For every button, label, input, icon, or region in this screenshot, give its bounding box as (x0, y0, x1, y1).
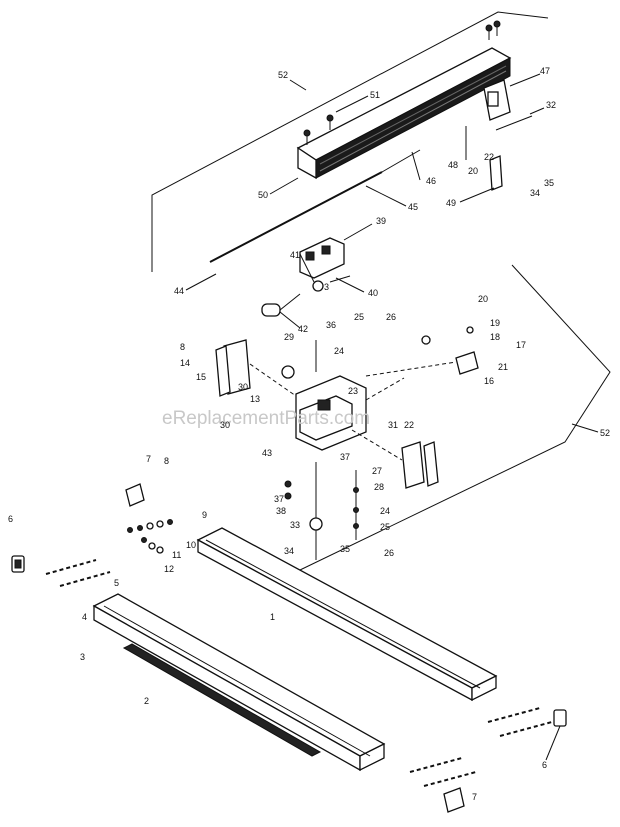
callout-17: 17 (516, 340, 526, 350)
callout-8: 8 (164, 456, 169, 466)
end-bracket (483, 79, 511, 191)
callout-40: 40 (368, 288, 378, 298)
callout-44: 44 (174, 286, 184, 296)
small-bracket-left (125, 483, 145, 507)
leader-lines (185, 73, 599, 433)
callout-3: 3 (324, 282, 329, 292)
callout-25: 25 (380, 522, 390, 532)
callout-28: 28 (374, 482, 384, 492)
scale-strip (122, 643, 322, 757)
carriage-assembly (281, 340, 405, 451)
callout-35: 35 (544, 178, 554, 188)
callout-42: 42 (298, 324, 308, 334)
callout-52: 52 (600, 428, 610, 438)
callout-5: 5 (114, 578, 119, 588)
callout-6: 6 (8, 514, 13, 524)
fence-extrusion (296, 47, 512, 180)
callout-22: 22 (484, 152, 494, 162)
callout-31: 31 (388, 420, 398, 430)
callout-11: 11 (172, 550, 181, 560)
lower-stack (284, 462, 359, 560)
callout-20: 20 (478, 294, 488, 304)
callout-48: 48 (448, 160, 458, 170)
callout-27: 27 (372, 466, 382, 476)
callout-6: 6 (542, 760, 547, 770)
callout-19: 19 (490, 318, 500, 328)
callout-45: 45 (408, 202, 418, 212)
callout-30: 30 (238, 382, 248, 392)
callout-21: 21 (498, 362, 508, 372)
callout-24: 24 (380, 506, 390, 516)
callout-49: 49 (446, 198, 456, 208)
callout-32: 32 (546, 100, 556, 110)
callout-2: 2 (144, 696, 149, 706)
callout-34: 34 (530, 188, 540, 198)
callout-4: 4 (82, 612, 87, 622)
callout-3: 3 (80, 652, 85, 662)
callout-47: 47 (540, 66, 550, 76)
callout-29: 29 (284, 332, 294, 342)
callout-46: 46 (426, 176, 436, 186)
callout-14: 14 (180, 358, 190, 368)
callout-25: 25 (354, 312, 364, 322)
lock-knob (261, 293, 301, 317)
callout-labels: 52 51 47 32 48 20 22 35 34 46 50 49 45 3… (8, 66, 610, 802)
end-cap-right (545, 709, 567, 761)
callout-16: 16 (484, 376, 494, 386)
callout-41: 41 (290, 250, 300, 260)
screws (303, 20, 501, 145)
watermark: eReplacementParts.com (162, 408, 370, 429)
callout-30: 30 (220, 420, 230, 430)
callout-36: 36 (326, 320, 336, 330)
callout-34: 34 (284, 546, 294, 556)
rail-upper (196, 527, 498, 702)
callout-12: 12 (164, 564, 174, 574)
rail-lower (92, 593, 386, 772)
callout-15: 15 (196, 372, 206, 382)
callout-1: 1 (270, 612, 275, 622)
callout-26: 26 (384, 548, 394, 558)
callout-13: 13 (250, 394, 260, 404)
callout-26: 26 (386, 312, 396, 322)
callout-23: 23 (348, 386, 358, 396)
lock-block (299, 237, 351, 292)
callout-7: 7 (472, 792, 477, 802)
rods (209, 115, 533, 263)
small-bracket-bottom (443, 787, 465, 813)
bolt-sets (45, 559, 553, 787)
callout-33: 33 (290, 520, 300, 530)
callout-22: 22 (404, 420, 414, 430)
callout-10: 10 (186, 540, 196, 550)
callout-37: 37 (340, 452, 350, 462)
callout-9: 9 (202, 510, 207, 520)
callout-52: 52 (278, 70, 288, 80)
callout-18: 18 (490, 332, 500, 342)
end-cap-left (11, 555, 25, 573)
callout-8: 8 (180, 342, 185, 352)
right-side-bracket (365, 326, 479, 377)
callout-37: 37 (274, 494, 284, 504)
callout-38: 38 (276, 506, 286, 516)
assembly-bracket-lines (151, 11, 611, 571)
callout-35: 35 (340, 544, 350, 554)
callout-39: 39 (376, 216, 386, 226)
callout-51: 51 (370, 90, 380, 100)
callout-20: 20 (468, 166, 478, 176)
left-side-bracket (215, 339, 297, 397)
callout-24: 24 (334, 346, 344, 356)
callout-50: 50 (258, 190, 268, 200)
hardware-group-left (127, 519, 173, 554)
callout-43: 43 (262, 448, 272, 458)
callout-7: 7 (146, 454, 151, 464)
lower-right-bracket (351, 429, 439, 489)
